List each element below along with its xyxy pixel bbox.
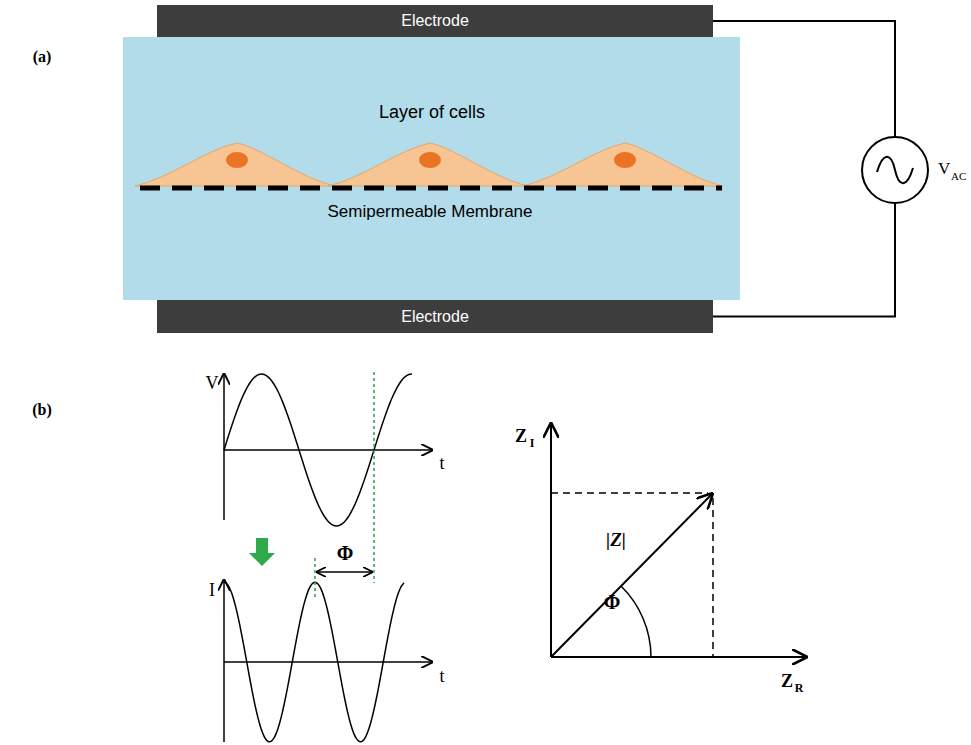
source-subscript: AC — [951, 170, 966, 182]
axis-label: t — [439, 666, 444, 687]
ac-source: VAC — [862, 137, 928, 203]
angle-arc — [621, 586, 651, 657]
membrane-line — [140, 186, 722, 191]
panel-label: (a) — [33, 48, 52, 66]
electrode-bar: Electrode — [157, 300, 713, 333]
current-wave — [224, 582, 404, 742]
axis-subscript: I — [530, 436, 535, 451]
transform-arrow — [249, 538, 275, 566]
sine-symbol — [877, 157, 913, 184]
cell-layer-label: Layer of cells — [379, 102, 485, 123]
panel-label: (b) — [32, 401, 52, 419]
projection-lines — [551, 493, 713, 657]
magnitude-label: |Z| — [606, 529, 626, 551]
electrode-bar: Electrode — [157, 5, 713, 37]
phase-label: Φ — [337, 542, 354, 565]
axis-label: V — [206, 373, 219, 394]
medium-chamber — [123, 37, 740, 300]
axis-label: Z — [781, 671, 793, 692]
axis-subscript: R — [795, 681, 804, 696]
circuit-wire — [713, 21, 895, 137]
phase-arrow — [317, 571, 372, 573]
electrode-label: Electrode — [401, 308, 469, 326]
voltage-axes — [224, 374, 432, 520]
axis-label: I — [209, 580, 215, 601]
voltage-wave — [224, 374, 412, 526]
ac-source-symbol — [862, 137, 928, 203]
phasor-axes — [551, 424, 806, 657]
cell-chamber: Layer of cellsSemipermeable Membrane — [123, 37, 740, 300]
waveforms — [224, 374, 412, 742]
impedance-vector — [551, 494, 712, 657]
source-label: V — [938, 159, 950, 179]
membrane-label: Semipermeable Membrane — [327, 202, 532, 222]
electrode-label: Electrode — [401, 12, 469, 30]
axis-label: Z — [515, 426, 527, 447]
axis-label: t — [439, 453, 444, 474]
angle-label: Φ — [604, 591, 621, 614]
circuit-wire — [713, 203, 895, 317]
cell-layer — [135, 143, 723, 186]
current-axes — [224, 580, 432, 742]
guide-line — [373, 372, 375, 583]
guide-line — [314, 558, 316, 598]
